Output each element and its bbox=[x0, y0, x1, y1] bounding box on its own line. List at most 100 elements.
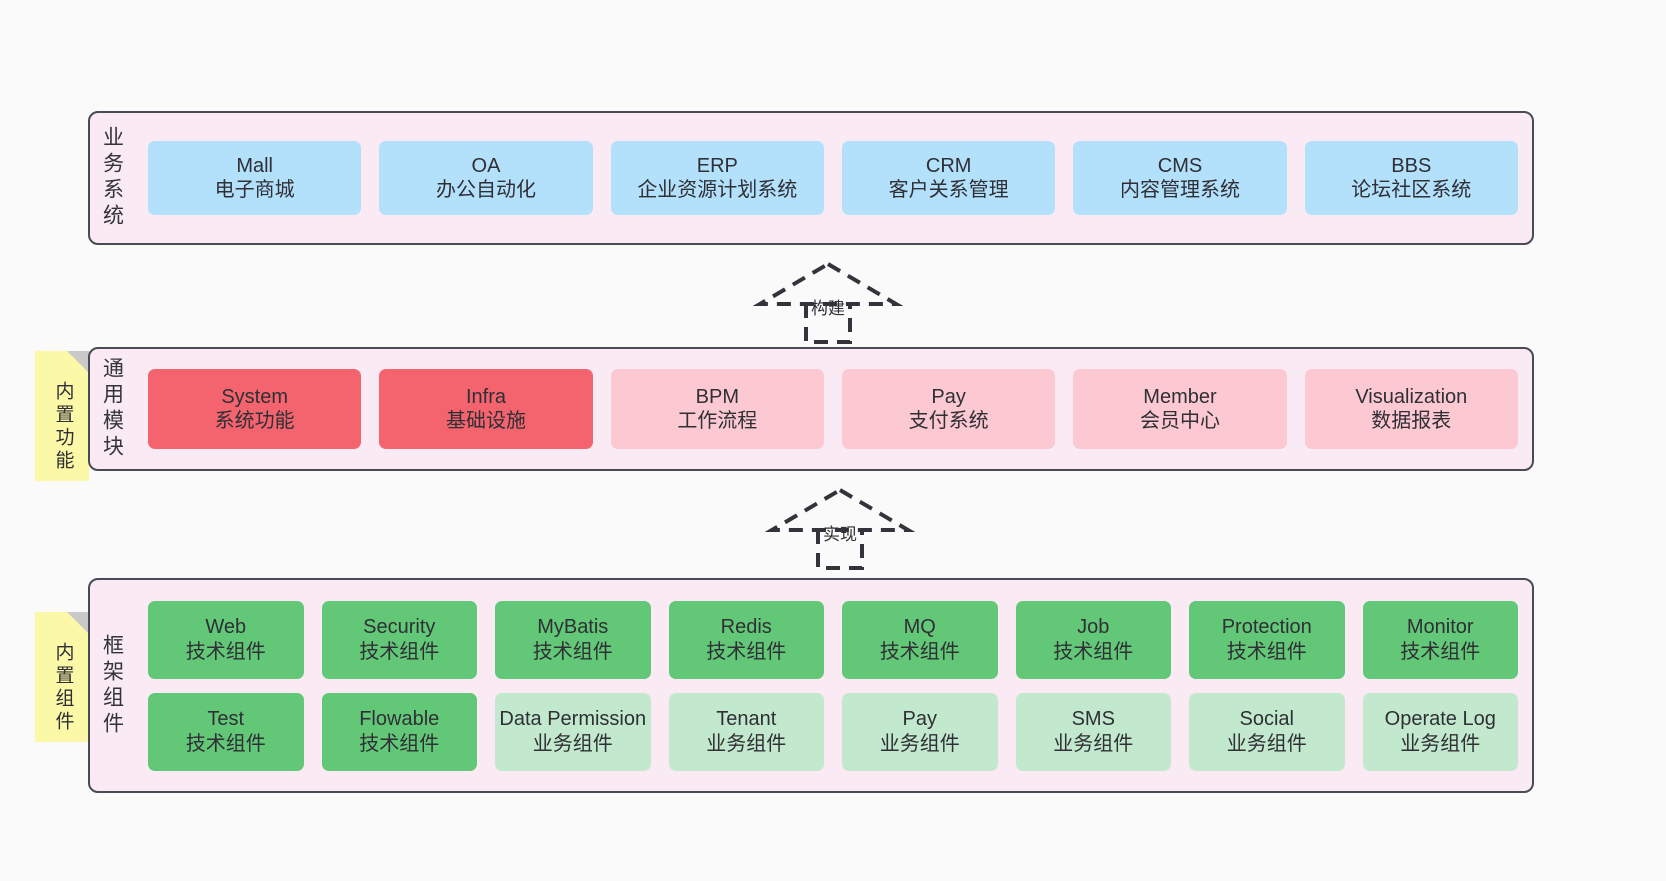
module-card-subtitle: 内容管理系统 bbox=[1119, 179, 1240, 201]
connector-implement: 实现 bbox=[764, 487, 916, 570]
module-card-subtitle: 数据报表 bbox=[1371, 410, 1452, 432]
component-card-subtitle: 业务组件 bbox=[1400, 732, 1481, 755]
layer-title-text: 通用模块 bbox=[100, 357, 124, 461]
module-card-title: CRM bbox=[925, 154, 972, 177]
module-card-bbs[interactable]: BBS 论坛社区系统 bbox=[1304, 141, 1518, 215]
component-card-pay[interactable]: Pay 业务组件 bbox=[842, 692, 998, 771]
component-card-title: Pay bbox=[902, 708, 937, 731]
module-card-title: Member bbox=[1143, 385, 1217, 408]
module-card-title: OA bbox=[471, 154, 501, 177]
component-card-title: Operate Log bbox=[1384, 708, 1496, 731]
layer-row: Web 技术组件 Security 技术组件 MyBatis 技术组件 Redi… bbox=[148, 600, 1518, 679]
component-card-subtitle: 业务组件 bbox=[1226, 732, 1307, 755]
module-card-oa[interactable]: OA 办公自动化 bbox=[379, 141, 593, 215]
component-card-redis[interactable]: Redis 技术组件 bbox=[668, 600, 824, 679]
module-card-subtitle: 企业资源计划系统 bbox=[637, 179, 798, 201]
layer-title-text: 框架组件 bbox=[100, 633, 124, 738]
layer-title-common-modules: 通用模块 bbox=[90, 349, 134, 469]
connector-build-label: 构建 bbox=[811, 299, 845, 318]
layer-row: Test 技术组件 Flowable 技术组件 Data Permission … bbox=[148, 692, 1518, 771]
component-card-subtitle: 技术组件 bbox=[185, 640, 266, 663]
component-card-subtitle: 技术组件 bbox=[359, 732, 440, 755]
component-card-title: MyBatis bbox=[537, 616, 609, 639]
component-card-title: Tenant bbox=[716, 708, 777, 731]
layer-title-text: 业务系统 bbox=[100, 126, 124, 230]
module-card-title: BBS bbox=[1391, 154, 1432, 177]
component-card-title: Web bbox=[205, 616, 247, 639]
component-card-subtitle: 技术组件 bbox=[1226, 640, 1307, 663]
layer-title-business-systems: 业务系统 bbox=[90, 113, 134, 243]
component-card-subtitle: 技术组件 bbox=[879, 640, 960, 663]
component-card-protection[interactable]: Protection 技术组件 bbox=[1189, 600, 1345, 679]
component-card-sms[interactable]: SMS 业务组件 bbox=[1015, 692, 1171, 771]
module-card-subtitle: 电子商城 bbox=[214, 179, 295, 201]
component-card-mybatis[interactable]: MyBatis 技术组件 bbox=[495, 600, 651, 679]
module-card-system[interactable]: System 系统功能 bbox=[148, 369, 362, 449]
note-fold-corner-icon bbox=[67, 351, 89, 373]
connector-build: 构建 bbox=[752, 261, 904, 344]
module-card-subtitle: 论坛社区系统 bbox=[1351, 179, 1472, 201]
layer-common-modules[interactable]: 通用模块 System 系统功能 Infra 基础设施 BPM 工作流程 Pay bbox=[88, 347, 1534, 471]
layer-business-systems[interactable]: 业务系统 Mall 电子商城 OA 办公自动化 ERP 企业资源计划系统 CRM bbox=[88, 111, 1534, 245]
module-card-title: Visualization bbox=[1355, 385, 1468, 408]
module-card-title: BPM bbox=[695, 385, 739, 408]
component-card-title: Security bbox=[363, 616, 436, 639]
module-card-infra[interactable]: Infra 基础设施 bbox=[379, 369, 593, 449]
module-card-visualization[interactable]: Visualization 数据报表 bbox=[1304, 369, 1518, 449]
module-card-title: Mall bbox=[236, 154, 273, 177]
component-card-title: MQ bbox=[903, 616, 936, 639]
component-card-title: Flowable bbox=[359, 708, 440, 731]
module-card-member[interactable]: Member 会员中心 bbox=[1073, 369, 1287, 449]
component-card-social[interactable]: Social 业务组件 bbox=[1189, 692, 1345, 771]
module-card-bpm[interactable]: BPM 工作流程 bbox=[610, 369, 824, 449]
module-card-subtitle: 支付系统 bbox=[908, 410, 989, 432]
sticky-note-builtin-features: 内置功能 bbox=[35, 351, 89, 481]
component-card-data-permission[interactable]: Data Permission 业务组件 bbox=[495, 692, 651, 771]
component-card-subtitle: 技术组件 bbox=[185, 732, 266, 755]
component-card-subtitle: 业务组件 bbox=[706, 732, 787, 755]
component-card-subtitle: 技术组件 bbox=[532, 640, 613, 663]
component-card-subtitle: 技术组件 bbox=[1400, 640, 1481, 663]
connector-implement-arrow-icon bbox=[764, 487, 916, 570]
module-card-subtitle: 会员中心 bbox=[1139, 410, 1220, 432]
module-card-subtitle: 系统功能 bbox=[214, 410, 295, 432]
module-card-mall[interactable]: Mall 电子商城 bbox=[148, 141, 362, 215]
module-card-subtitle: 工作流程 bbox=[677, 410, 758, 432]
component-card-subtitle: 技术组件 bbox=[359, 640, 440, 663]
module-card-title: ERP bbox=[696, 154, 738, 177]
component-card-mq[interactable]: MQ 技术组件 bbox=[842, 600, 998, 679]
component-card-flowable[interactable]: Flowable 技术组件 bbox=[321, 692, 477, 771]
layer-body-framework-components: Web 技术组件 Security 技术组件 MyBatis 技术组件 Redi… bbox=[134, 580, 1532, 791]
component-card-title: Redis bbox=[720, 616, 772, 639]
layer-body-business-systems: Mall 电子商城 OA 办公自动化 ERP 企业资源计划系统 CRM 客户关系… bbox=[134, 113, 1532, 243]
component-card-title: Social bbox=[1239, 708, 1294, 731]
module-card-subtitle: 基础设施 bbox=[445, 410, 526, 432]
module-card-erp[interactable]: ERP 企业资源计划系统 bbox=[610, 141, 824, 215]
component-card-title: Protection bbox=[1221, 616, 1312, 639]
module-card-crm[interactable]: CRM 客户关系管理 bbox=[841, 141, 1056, 215]
component-card-subtitle: 技术组件 bbox=[706, 640, 787, 663]
layer-framework-components[interactable]: 框架组件 Web 技术组件 Security 技术组件 MyBatis 技术组件… bbox=[88, 578, 1534, 793]
component-card-title: Job bbox=[1077, 616, 1110, 639]
component-card-monitor[interactable]: Monitor 技术组件 bbox=[1362, 600, 1518, 679]
component-card-job[interactable]: Job 技术组件 bbox=[1015, 600, 1171, 679]
module-card-title: System bbox=[221, 385, 288, 408]
module-card-cms[interactable]: CMS 内容管理系统 bbox=[1073, 141, 1287, 215]
component-card-operate-log[interactable]: Operate Log 业务组件 bbox=[1362, 692, 1518, 771]
component-card-title: SMS bbox=[1071, 708, 1115, 731]
component-card-title: Monitor bbox=[1406, 616, 1474, 639]
module-card-title: CMS bbox=[1157, 154, 1203, 177]
component-card-subtitle: 技术组件 bbox=[1053, 640, 1134, 663]
component-card-title: Test bbox=[207, 708, 245, 731]
module-card-pay[interactable]: Pay 支付系统 bbox=[841, 369, 1056, 449]
component-card-web[interactable]: Web 技术组件 bbox=[148, 600, 304, 679]
component-card-subtitle: 业务组件 bbox=[879, 732, 960, 755]
component-card-tenant[interactable]: Tenant 业务组件 bbox=[668, 692, 824, 771]
component-card-test[interactable]: Test 技术组件 bbox=[148, 692, 304, 771]
layer-title-framework-components: 框架组件 bbox=[90, 580, 134, 791]
module-card-title: Infra bbox=[465, 385, 506, 408]
module-card-title: Pay bbox=[931, 385, 966, 408]
connector-implement-label: 实现 bbox=[823, 525, 857, 544]
component-card-security[interactable]: Security 技术组件 bbox=[321, 600, 477, 679]
